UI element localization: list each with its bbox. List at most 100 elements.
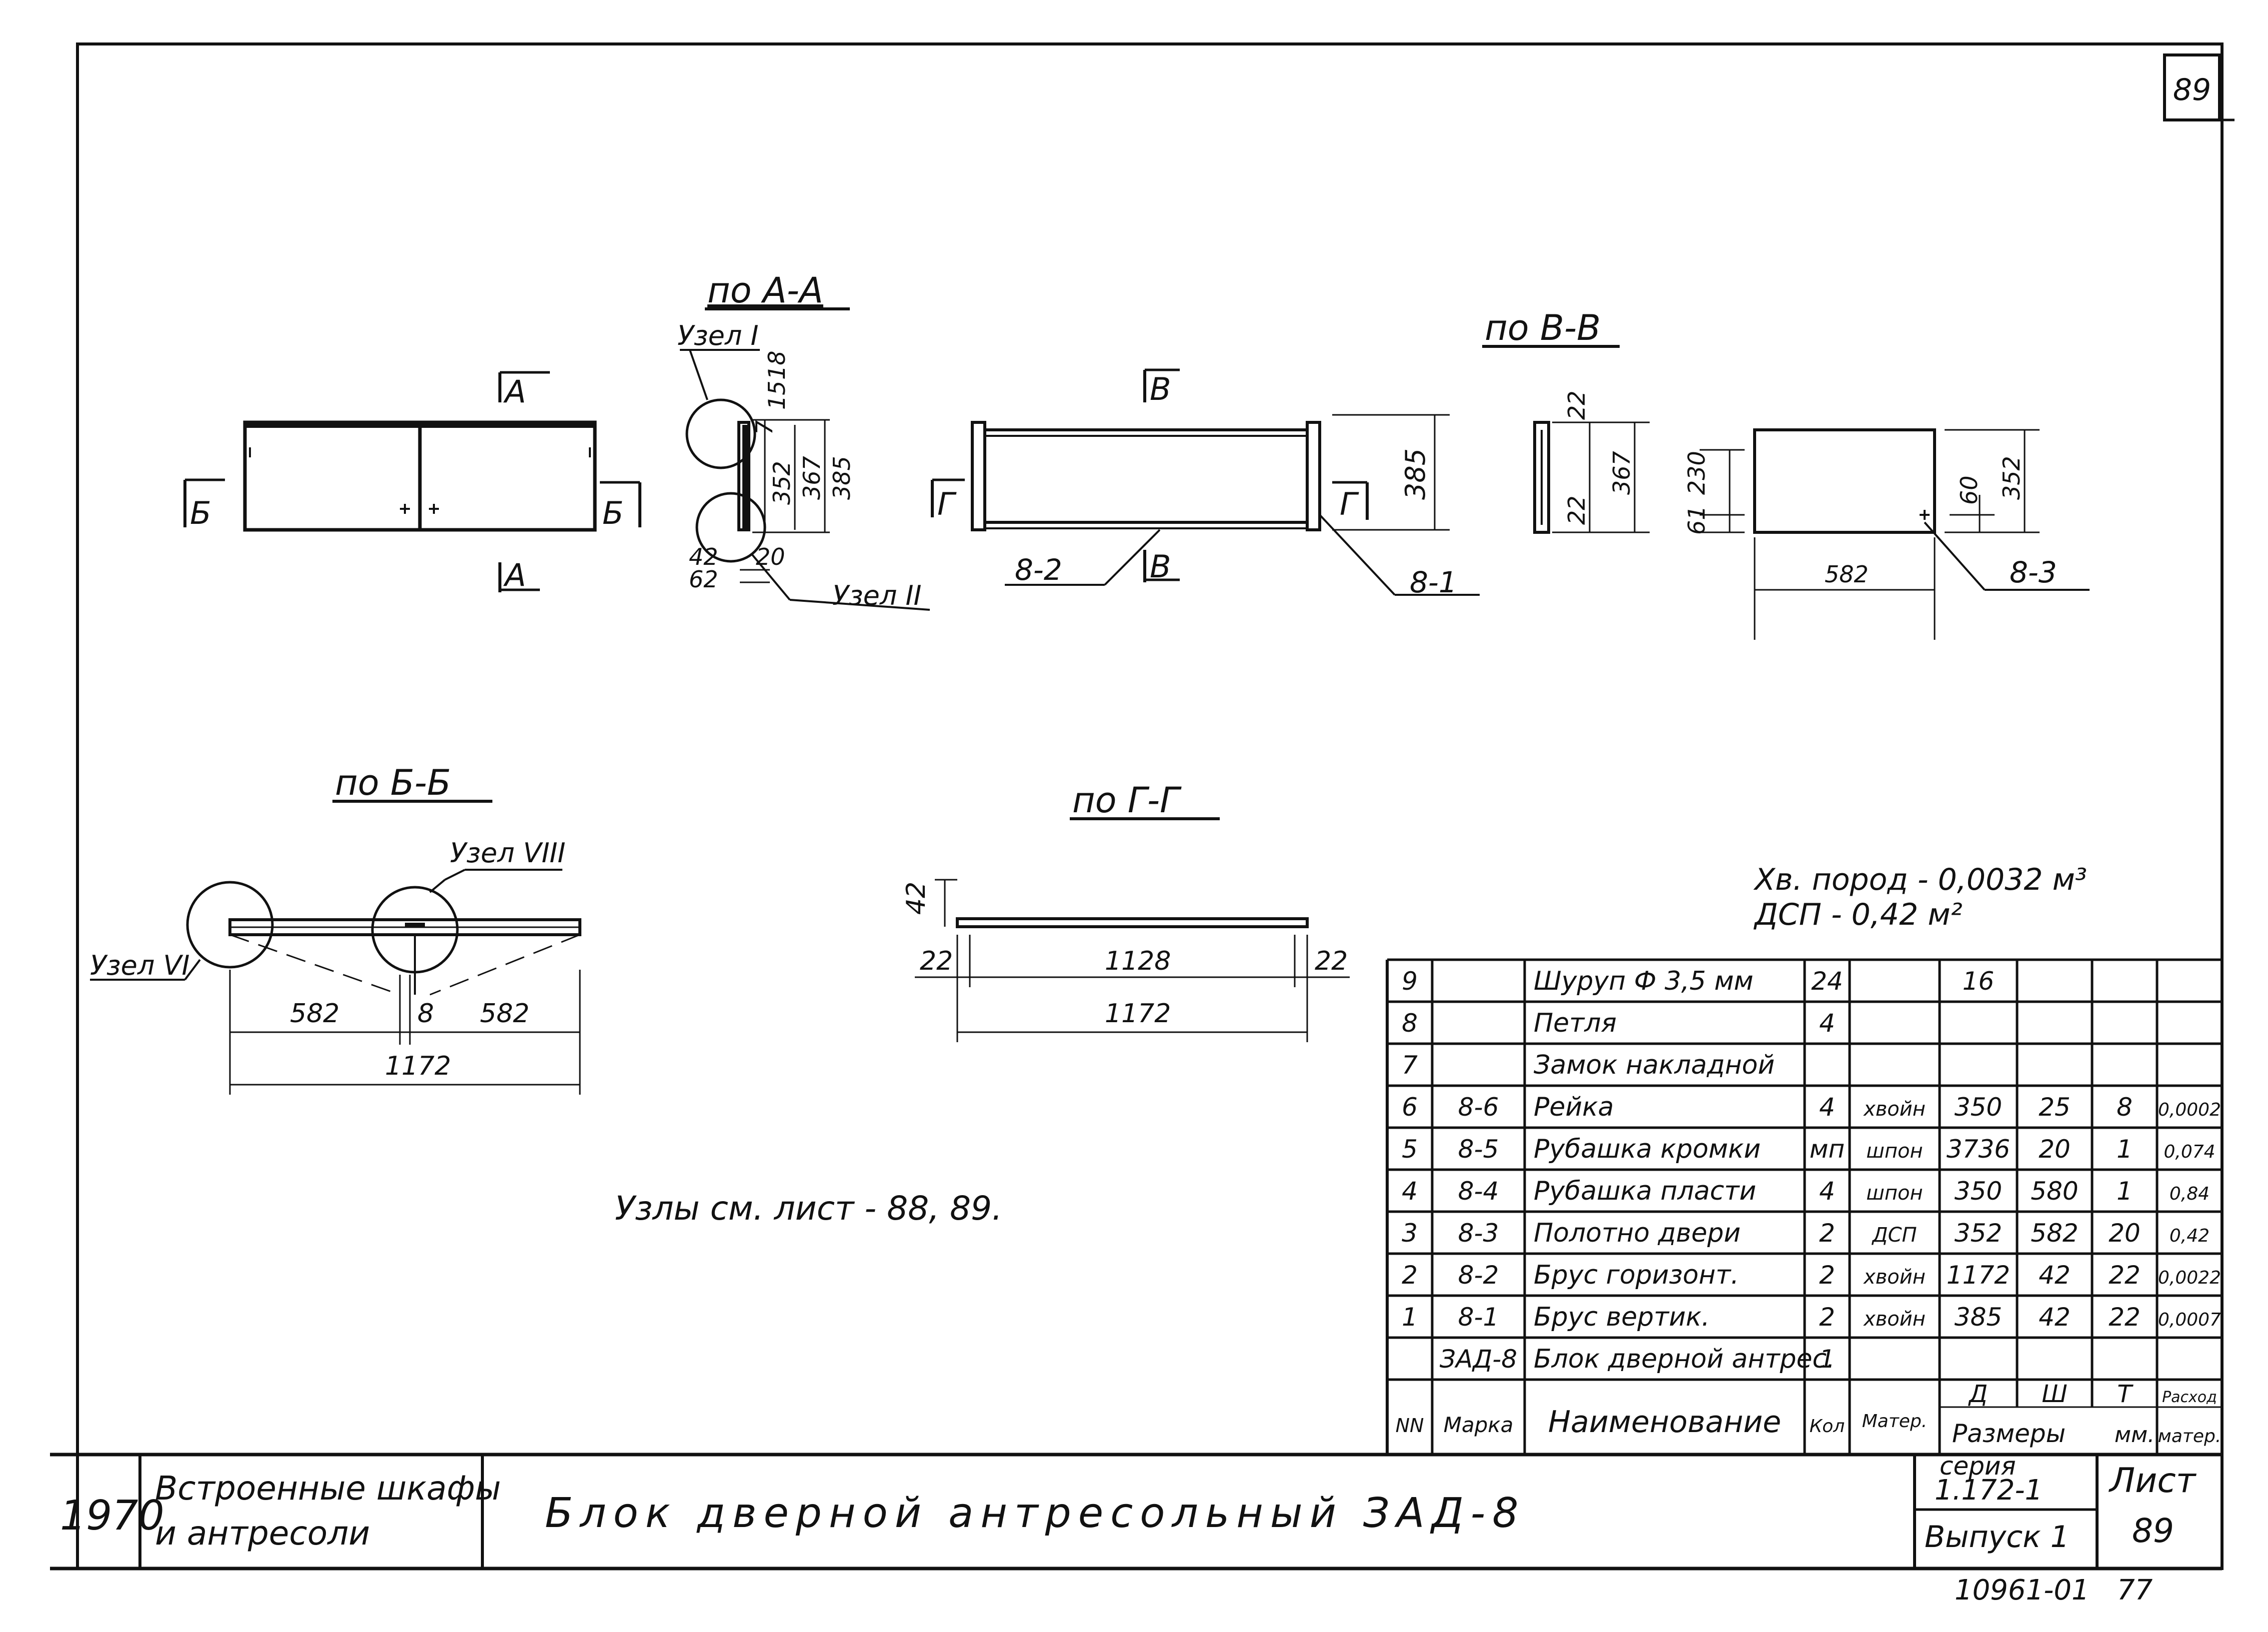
spec-cell: мп [1810, 1135, 1845, 1164]
spec-cell: 2 [1819, 1303, 1835, 1332]
spec-cell: 3 [1402, 1219, 1418, 1248]
spec-cell: 0,42 [2170, 1226, 2210, 1246]
spec-cell: 3736 [1947, 1135, 2010, 1164]
title-section-line-2: и антресоли [155, 1514, 370, 1553]
spec-head-kol: Кол [1810, 1416, 1845, 1437]
spec-cell: 1 [2117, 1177, 2133, 1206]
spec-cell: 8 [2117, 1093, 2133, 1122]
spec-cell: 0,84 [2170, 1184, 2210, 1204]
section-gg-title: по Г-Г [1072, 780, 1182, 821]
cut-v-top-label: В [1150, 371, 1171, 407]
page-number: 89 [2173, 72, 2211, 107]
node-6-label: Узел VI [90, 950, 189, 981]
spec-cell: шпон [1866, 1140, 1923, 1163]
node-1-label: Узел I [677, 320, 758, 351]
drawing-title: Блок дверной антресольный ЗАД-8 [545, 1490, 1525, 1537]
dim-bb-1172: 1172 [385, 1051, 451, 1081]
frame-view [931, 368, 1480, 596]
spec-head-t: Т [2117, 1380, 2134, 1408]
dim-aa-15: 15 [763, 380, 790, 410]
dim-gg-42: 42 [901, 882, 931, 915]
label-8-3: 8-3 [2010, 555, 2057, 589]
spec-cell: 350 [1955, 1177, 2002, 1206]
materials-line-1: Хв. пород - 0,0032 м³ [1753, 862, 2087, 897]
spec-cell: 20 [2109, 1219, 2141, 1248]
spec-cell: 582 [2031, 1219, 2078, 1248]
spec-cell: 8-1 [1458, 1303, 1499, 1332]
spec-cell: 1172 [1947, 1261, 2010, 1290]
spec-cell: 4 [1402, 1177, 1418, 1206]
dim-gg-22-left: 22 [920, 946, 953, 976]
spec-cell: 9 [1402, 967, 1418, 996]
dim-vv-22-top: 22 [1563, 390, 1590, 420]
spec-cell: 42 [2039, 1303, 2071, 1332]
spec-cell: 580 [2031, 1177, 2078, 1206]
spec-cell: 1 [1819, 1345, 1835, 1374]
spec-cell: 7 [1402, 1051, 1418, 1080]
spec-cell: 8 [1402, 1009, 1418, 1038]
section-bb-drawing [90, 869, 581, 1095]
dim-vv-22-bottom: 22 [1563, 495, 1590, 525]
spec-cell: 0,0007 [2158, 1310, 2221, 1330]
section-aa-title: по А-А [707, 270, 823, 311]
spec-cell: 25 [2039, 1093, 2071, 1122]
spec-cell-name: Полотно двери [1534, 1218, 1741, 1248]
spec-cell: хвойн [1863, 1308, 1926, 1331]
spec-cell-name: Петля [1534, 1008, 1617, 1038]
dim-panel-230: 230 [1683, 451, 1710, 495]
section-aa-drawing [680, 349, 930, 611]
section-bb-title: по Б-Б [335, 762, 451, 803]
dim-panel-61: 61 [1683, 505, 1710, 535]
spec-cell-name: Брус вертик. [1534, 1302, 1710, 1332]
spec-cell: 0,0022 [2158, 1268, 2221, 1288]
series-number: 1.172-1 [1935, 1474, 2043, 1507]
spec-cell: 22 [2109, 1303, 2141, 1332]
spec-cell: 5 [1402, 1135, 1418, 1164]
sheet-number: 89 [2132, 1512, 2174, 1550]
label-8-1: 8-1 [1410, 565, 1457, 599]
spec-cell: 4 [1819, 1177, 1835, 1206]
spec-cell: 4 [1819, 1093, 1835, 1122]
front-view [183, 371, 641, 592]
spec-cell: 350 [1955, 1093, 2002, 1122]
spec-head-rashod: Расход [2162, 1389, 2217, 1406]
node-2-label: Узел II [832, 580, 921, 611]
spec-cell: 385 [1955, 1303, 2002, 1332]
spec-cell: 1 [1402, 1303, 1418, 1332]
cut-a-top-label: А [503, 373, 526, 410]
spec-head-mm: мм. [2115, 1422, 2155, 1448]
dim-gg-22-right: 22 [1315, 946, 1348, 976]
footer-code: 10961-01 [1955, 1574, 2090, 1607]
spec-cell: 1 [2117, 1135, 2133, 1164]
spec-cell: 2 [1402, 1261, 1418, 1290]
cut-v-bottom-label: В [1150, 548, 1171, 585]
nodes-note: Узлы см. лист - 88, 89. [615, 1189, 1002, 1228]
cut-b-right-label: Б [602, 495, 624, 531]
title-section-line-1: Встроенные шкафы [155, 1469, 501, 1508]
spec-cell: 24 [1811, 967, 1843, 996]
page-number-box: 89 [2163, 53, 2235, 121]
spec-cell: 22 [2109, 1261, 2141, 1290]
dim-aa-62: 62 [689, 566, 718, 593]
frame-height-dim: 385 [1400, 448, 1431, 500]
dim-aa-18: 18 [763, 350, 790, 380]
spec-cell-name: Блок дверной антрес. [1534, 1344, 1835, 1374]
spec-head-nn: NN [1396, 1415, 1424, 1437]
spec-cell-name: Рейка [1534, 1092, 1614, 1122]
spec-cell: 16 [1963, 967, 1995, 996]
spec-cell: 2 [1819, 1219, 1835, 1248]
dim-panel-352: 352 [1998, 456, 2025, 500]
spec-cell: 6 [1402, 1093, 1418, 1122]
spec-head-mater2: матер. [2158, 1426, 2222, 1447]
title-year: 1970 [60, 1492, 164, 1540]
spec-head-sizes: Размеры [1952, 1419, 2066, 1448]
dim-aa-20: 20 [756, 543, 785, 570]
dim-panel-582: 582 [1825, 561, 1869, 588]
section-vv-title: по В-В [1485, 307, 1601, 348]
dim-aa-42: 42 [689, 543, 718, 570]
spec-cell: ДСП [1871, 1224, 1917, 1247]
spec-cell: хвойн [1863, 1098, 1926, 1121]
spec-cell: 8-3 [1458, 1219, 1499, 1248]
